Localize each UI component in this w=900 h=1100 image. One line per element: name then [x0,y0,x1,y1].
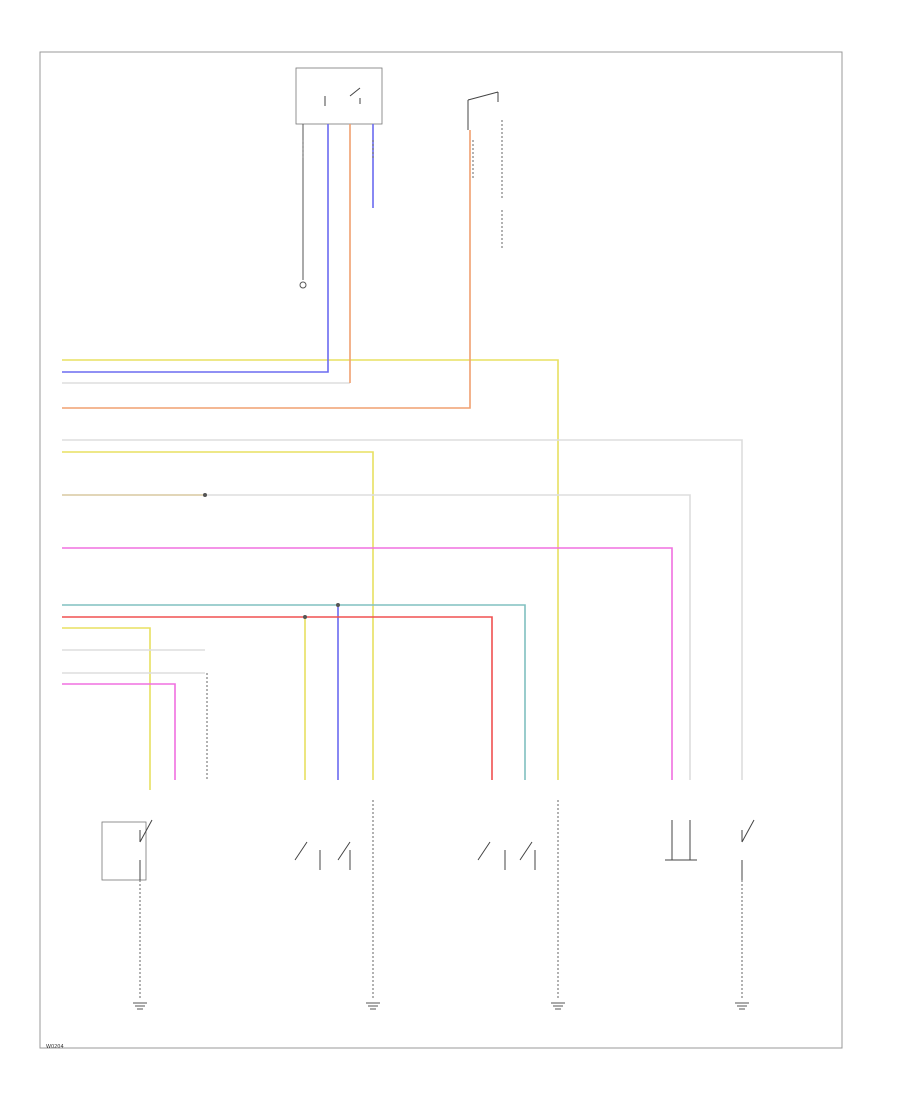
bus-white-2 [62,439,743,780]
bus-teal-1 [62,604,526,780]
top-box-ground-symbol [299,281,307,289]
bus-yellow-3 [62,627,151,790]
ground-symbol-3 [551,1002,565,1010]
bus-white-3 [205,494,691,780]
switch-3-contacts [477,841,536,870]
bus-orange-1 [62,130,471,409]
door-switch-1-box [101,821,147,881]
splice-3 [303,615,307,619]
bus-pink-1 [62,547,673,780]
diagram-frame [39,51,843,1049]
bus-blue-1 [62,124,329,373]
top-switch-box [295,67,383,125]
top-switch-contact [324,87,361,106]
door-switch-1-contact [139,819,153,880]
right-top-switch [467,91,499,130]
bus-yellow-2 [62,451,374,780]
splice-1 [203,493,207,497]
door-switch-5-contact [741,819,755,880]
top-box-connector-marks [302,140,374,160]
ground-symbol-1 [133,1002,147,1010]
ground-symbol-2 [366,1002,380,1010]
switch-4-contacts [665,820,697,861]
splice-2 [336,603,340,607]
diagram-code: W0204 [46,1044,64,1050]
switch-2-contacts [294,841,351,870]
right-top-connector-marks [472,120,503,250]
bus-red-1 [62,616,493,780]
bus-pink-2 [62,683,176,780]
bus-yellow-1 [62,359,559,780]
ground-symbol-5 [735,1002,749,1010]
